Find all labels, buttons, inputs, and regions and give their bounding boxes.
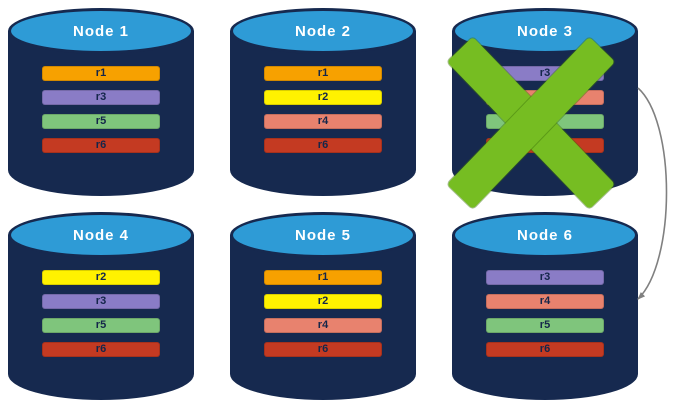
cylinder-body	[452, 235, 638, 400]
failure-x-icon	[446, 36, 616, 209]
replica-bar: r5	[42, 114, 160, 129]
replica-label: r6	[317, 343, 329, 355]
replica-label: r2	[317, 91, 329, 103]
replica-label: r3	[95, 295, 107, 307]
replica-label: r2	[317, 295, 329, 307]
replica-label: r5	[95, 319, 107, 331]
replica-bar: r4	[486, 294, 604, 309]
node-1: r1 r3 r5 r6 Node 1	[8, 8, 194, 196]
replica-list: r1 r2 r4 r6	[264, 66, 382, 153]
replica-label: r4	[317, 319, 329, 331]
replica-list: r1 r2 r4 r6	[264, 270, 382, 357]
cylinder-body	[8, 31, 194, 196]
replica-bar: r5	[486, 318, 604, 333]
cylinder-top: Node 2	[230, 8, 416, 54]
node-4: r2 r3 r5 r6 Node 4	[8, 212, 194, 400]
replica-list: r2 r3 r5 r6	[42, 270, 160, 357]
replica-label: r2	[95, 271, 107, 283]
replica-list: r3 r4 r5 r6	[486, 270, 604, 357]
replica-bar: r1	[264, 270, 382, 285]
node-title: Node 1	[72, 22, 129, 40]
replica-bar: r2	[42, 270, 160, 285]
replica-label: r3	[539, 67, 551, 79]
replica-bar: r2	[264, 90, 382, 105]
cylinder-top: Node 6	[452, 212, 638, 258]
replica-label: r5	[95, 115, 107, 127]
replica-label: r1	[317, 67, 329, 79]
replica-bar: r6	[264, 342, 382, 357]
replica-bar: r4	[264, 318, 382, 333]
node-title: Node 6	[516, 226, 573, 244]
node-title: Node 2	[294, 22, 351, 40]
cylinder-top: Node 5	[230, 212, 416, 258]
replica-bar: r6	[264, 138, 382, 153]
replica-bar: r5	[42, 318, 160, 333]
replica-bar: r6	[486, 342, 604, 357]
cylinder-body	[230, 31, 416, 196]
replica-label: r4	[317, 115, 329, 127]
replica-label: r1	[95, 67, 107, 79]
replica-bar: r1	[42, 66, 160, 81]
replica-bar: r6	[42, 138, 160, 153]
cylinder-top: Node 4	[8, 212, 194, 258]
cylinder-top: Node 1	[8, 8, 194, 54]
node-title: Node 5	[294, 226, 351, 244]
replica-label: r3	[95, 91, 107, 103]
node-6: r3 r4 r5 r6 Node 6	[452, 212, 638, 400]
node-5: r1 r2 r4 r6 Node 5	[230, 212, 416, 400]
replica-label: r3	[539, 271, 551, 283]
cylinder-body	[230, 235, 416, 400]
replica-list: r1 r3 r5 r6	[42, 66, 160, 153]
replica-bar: r3	[42, 294, 160, 309]
cylinder-body	[8, 235, 194, 400]
replica-label: r6	[539, 343, 551, 355]
cylinder-top: Node 3	[452, 8, 638, 54]
replica-label: r6	[317, 139, 329, 151]
replica-bar: r3	[42, 90, 160, 105]
node-title: Node 4	[72, 226, 129, 244]
replica-label: r1	[317, 271, 329, 283]
node-2: r1 r2 r4 r6 Node 2	[230, 8, 416, 196]
replica-label: r6	[95, 343, 107, 355]
replica-label: r6	[95, 139, 107, 151]
replica-bar: r1	[264, 66, 382, 81]
replica-bar: r6	[42, 342, 160, 357]
replica-label: r4	[539, 295, 551, 307]
replica-bar: r4	[264, 114, 382, 129]
replica-label: r5	[539, 319, 551, 331]
replica-bar: r2	[264, 294, 382, 309]
replica-bar: r3	[486, 270, 604, 285]
node-title: Node 3	[516, 22, 573, 40]
